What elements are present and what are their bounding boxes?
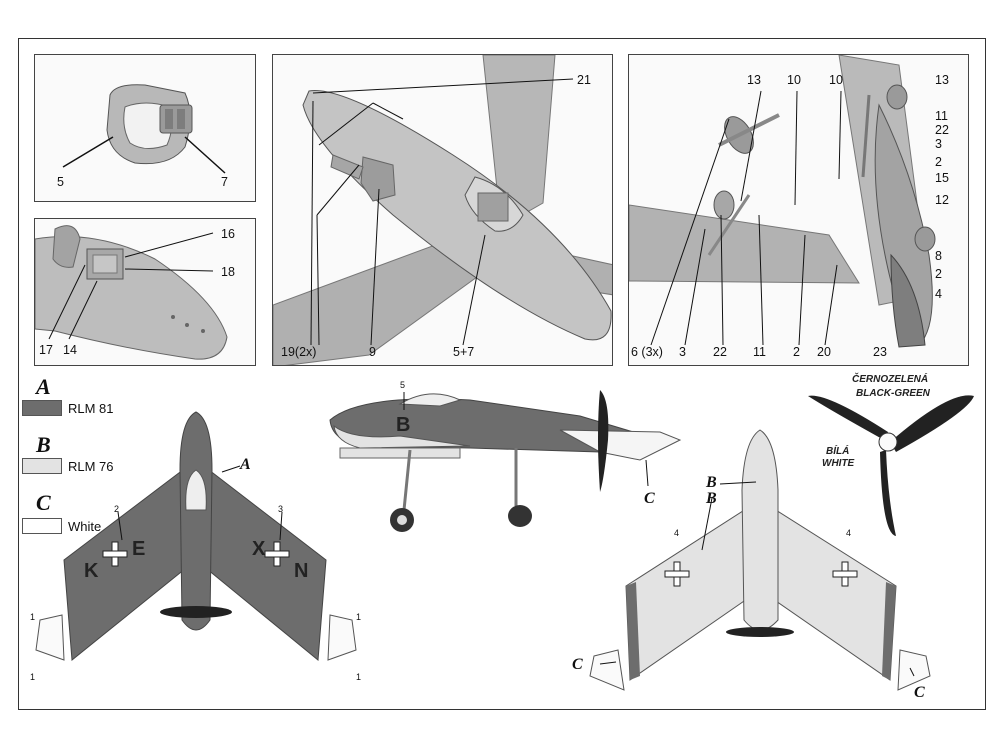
top-view-label-a: A <box>240 456 251 473</box>
callout-11-bottom: 11 <box>753 345 766 359</box>
callout-2-right-bottom: 2 <box>935 267 942 281</box>
top-decal-1b: 1 <box>30 672 36 682</box>
top-decal-1a: 1 <box>30 612 36 622</box>
callout-2-bottom: 2 <box>793 345 800 359</box>
callout-5-7: 5+7 <box>453 345 475 359</box>
callout-8: 8 <box>935 249 942 263</box>
bottom-view-label-b1: B <box>706 474 717 491</box>
top-decal-1c: 1 <box>356 612 362 622</box>
callout-21: 21 <box>577 73 591 87</box>
panel-cockpit-interior: 16 18 17 14 <box>34 218 256 366</box>
legend-label-rlm76: RLM 76 <box>68 458 114 474</box>
bottom-view-label-c2: C <box>914 684 925 701</box>
top-decal-1d: 1 <box>356 672 362 682</box>
callout-18: 18 <box>221 265 235 279</box>
callout-2-right-top: 2 <box>935 155 942 169</box>
side-code-b: B <box>396 414 411 436</box>
legend-item-rlm81: RLM 81 <box>22 400 114 416</box>
callout-12: 12 <box>935 193 949 207</box>
nose-drawing <box>35 225 228 360</box>
callout-11-right: 11 <box>935 109 948 123</box>
legend-item-rlm76: RLM 76 <box>22 458 114 474</box>
callout-17: 17 <box>39 343 53 357</box>
swatch-rlm81 <box>22 400 62 416</box>
callout-9: 9 <box>369 345 376 359</box>
code-n: N <box>294 560 309 582</box>
legend-item-white: White <box>22 518 101 534</box>
undercarriage-drawing <box>629 55 936 348</box>
legend-label-rlm81: RLM 81 <box>68 400 114 416</box>
callout-22-right: 22 <box>935 123 949 137</box>
swatch-rlm76 <box>22 458 62 474</box>
panel-landing-gear: 13 10 10 13 11 22 3 2 15 12 8 2 4 6 (3x)… <box>628 54 969 366</box>
callout-5: 5 <box>57 175 64 189</box>
callout-10-left: 10 <box>787 73 801 87</box>
callout-6-3x: 6 (3x) <box>631 345 663 359</box>
canopy-drawing <box>62 84 226 174</box>
callout-3-right: 3 <box>935 137 942 151</box>
callout-13-right: 13 <box>935 73 949 87</box>
panel-canopy-detail: 5 7 <box>34 54 256 202</box>
code-k: K <box>84 560 99 582</box>
top-decal-3: 3 <box>278 504 284 514</box>
legend-label-white: White <box>68 518 102 534</box>
bottom-decal-4-right: 4 <box>846 528 852 538</box>
callout-10-right: 10 <box>829 73 843 87</box>
legend-letter-a: A <box>36 374 51 399</box>
side-view-label-c: C <box>644 490 655 507</box>
callout-20: 20 <box>817 345 831 359</box>
code-x: X <box>252 538 266 560</box>
prop-label-czech-top: ČERNOZELENÁ <box>852 374 929 385</box>
legend-letter-c: C <box>36 490 51 515</box>
callout-22-bottom: 22 <box>713 345 727 359</box>
callout-4: 4 <box>935 287 942 301</box>
fuselage-drawing <box>273 55 612 365</box>
callout-15: 15 <box>935 171 949 185</box>
bottom-decal-4-left: 4 <box>674 528 680 538</box>
prop-label-czech-mid: BÍLÁ <box>826 446 850 457</box>
swatch-white <box>22 518 62 534</box>
callout-14: 14 <box>63 343 77 357</box>
prop-label-english-mid: WHITE <box>822 458 855 469</box>
side-decal-5: 5 <box>400 380 406 390</box>
callout-16: 16 <box>221 227 235 241</box>
callout-23: 23 <box>873 345 887 359</box>
callout-19-2x: 19(2x) <box>281 345 317 359</box>
callout-3-bottom: 3 <box>679 345 686 359</box>
instruction-sheet <box>18 38 986 710</box>
top-decal-2: 2 <box>114 504 120 514</box>
bottom-view-label-c1: C <box>572 656 583 673</box>
panel-fuselage-assembly: 21 19(2x) 9 5+7 <box>272 54 613 366</box>
code-e: E <box>132 538 146 560</box>
callout-13-left: 13 <box>747 73 761 87</box>
callout-7: 7 <box>221 175 228 189</box>
legend-letter-b: B <box>36 432 51 457</box>
prop-label-english-top: BLACK-GREEN <box>856 388 930 399</box>
bottom-view-label-b2: B <box>706 490 717 507</box>
